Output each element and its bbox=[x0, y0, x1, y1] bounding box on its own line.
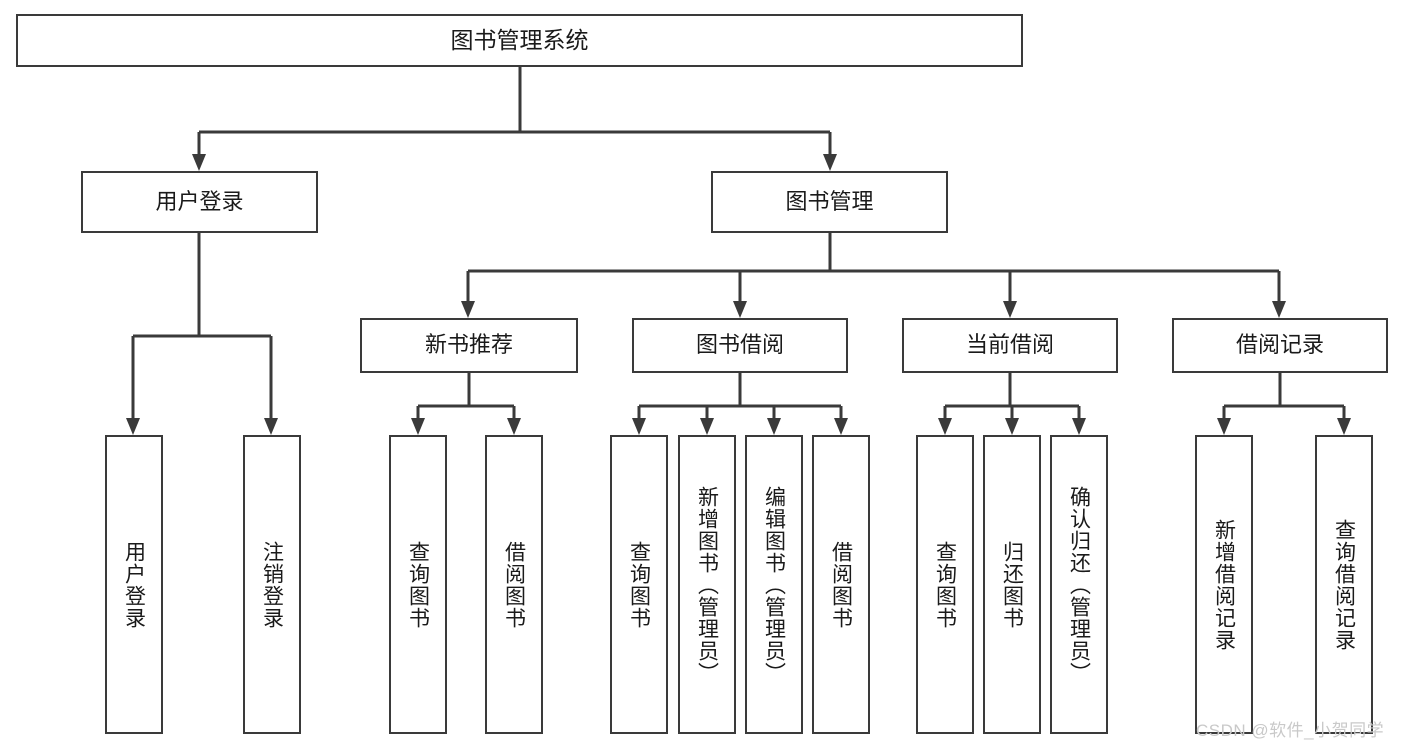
node-leaf-edit-book-admin[interactable]: 编辑图书（管理员） bbox=[745, 435, 803, 734]
connector-root-to-book-management-head bbox=[823, 154, 837, 171]
node-leaf-confirm-return-admin-label: 确认归还（管理员） bbox=[1067, 485, 1091, 684]
node-borrow-record[interactable]: 借阅记录 bbox=[1172, 318, 1388, 373]
node-leaf-borrow-book-rec[interactable]: 借阅图书 bbox=[485, 435, 543, 734]
node-leaf-add-book-admin[interactable]: 新增图书（管理员） bbox=[678, 435, 736, 734]
node-book-borrow-label: 图书借阅 bbox=[695, 332, 784, 358]
connector-bb-to-leaf1-head bbox=[632, 418, 646, 435]
connector-root-to-user-login-head bbox=[192, 154, 206, 171]
node-book-borrow[interactable]: 图书借阅 bbox=[632, 318, 848, 373]
node-leaf-query-book-rec[interactable]: 查询图书 bbox=[389, 435, 447, 734]
node-leaf-confirm-return-admin[interactable]: 确认归还（管理员） bbox=[1050, 435, 1108, 734]
node-leaf-query-book-borrow-label: 查询图书 bbox=[627, 540, 651, 629]
node-new-book-recommend[interactable]: 新书推荐 bbox=[360, 318, 578, 373]
node-leaf-user-login[interactable]: 用户登录 bbox=[105, 435, 163, 734]
connector-bb-to-leaf2-head bbox=[700, 418, 714, 435]
node-leaf-return-book-label: 归还图书 bbox=[1000, 540, 1024, 629]
node-new-book-recommend-label: 新书推荐 bbox=[424, 332, 513, 358]
node-leaf-borrow-book-label: 借阅图书 bbox=[829, 540, 853, 629]
connector-nb-to-leaf1-head bbox=[411, 418, 425, 435]
node-leaf-add-borrow-record[interactable]: 新增借阅记录 bbox=[1195, 435, 1253, 734]
node-leaf-logout-login[interactable]: 注销登录 bbox=[243, 435, 301, 734]
connector-user-login-to-leaf1-head bbox=[126, 418, 140, 435]
connector-user-login-to-leaf2-head bbox=[264, 418, 278, 435]
node-leaf-user-login-label: 用户登录 bbox=[122, 540, 146, 629]
node-user-login[interactable]: 用户登录 bbox=[81, 171, 318, 233]
node-leaf-return-book[interactable]: 归还图书 bbox=[983, 435, 1041, 734]
connector-br-to-leaf1-head bbox=[1217, 418, 1231, 435]
node-leaf-borrow-book-rec-label: 借阅图书 bbox=[502, 540, 526, 629]
node-leaf-query-borrow-record[interactable]: 查询借阅记录 bbox=[1315, 435, 1373, 734]
connector-cb-to-leaf1-head bbox=[938, 418, 952, 435]
node-leaf-logout-login-label: 注销登录 bbox=[260, 540, 284, 629]
connector-cb-to-leaf2-head bbox=[1005, 418, 1019, 435]
connector-br-to-leaf2-head bbox=[1337, 418, 1351, 435]
node-leaf-add-borrow-record-label: 新增借阅记录 bbox=[1212, 518, 1236, 651]
node-root-title-label: 图书管理系统 bbox=[450, 26, 589, 53]
node-borrow-record-label: 借阅记录 bbox=[1235, 332, 1324, 358]
connector-bm-to-book-borrow-head bbox=[733, 301, 747, 318]
node-leaf-query-borrow-record-label: 查询借阅记录 bbox=[1332, 518, 1356, 651]
connector-cb-to-leaf3-head bbox=[1072, 418, 1086, 435]
node-leaf-query-book-current-label: 查询图书 bbox=[933, 540, 957, 629]
node-leaf-borrow-book[interactable]: 借阅图书 bbox=[812, 435, 870, 734]
node-leaf-query-book-borrow[interactable]: 查询图书 bbox=[610, 435, 668, 734]
node-book-management[interactable]: 图书管理 bbox=[711, 171, 948, 233]
connector-bm-to-borrow-record-head bbox=[1272, 301, 1286, 318]
node-leaf-edit-book-admin-label: 编辑图书（管理员） bbox=[762, 485, 786, 684]
connector-nb-to-leaf2-head bbox=[507, 418, 521, 435]
node-current-borrow-label: 当前借阅 bbox=[965, 332, 1054, 358]
node-leaf-query-book-rec-label: 查询图书 bbox=[406, 540, 430, 629]
node-current-borrow[interactable]: 当前借阅 bbox=[902, 318, 1118, 373]
connector-bm-to-current-borrow-head bbox=[1003, 301, 1017, 318]
node-leaf-query-book-current[interactable]: 查询图书 bbox=[916, 435, 974, 734]
connector-bb-to-leaf3-head bbox=[767, 418, 781, 435]
node-leaf-add-book-admin-label: 新增图书（管理员） bbox=[695, 485, 719, 684]
node-user-login-label: 用户登录 bbox=[155, 188, 244, 214]
connector-bm-to-new-book-head bbox=[461, 301, 475, 318]
node-book-management-label: 图书管理 bbox=[785, 188, 874, 214]
node-root-title[interactable]: 图书管理系统 bbox=[16, 14, 1023, 67]
connector-bb-to-leaf4-head bbox=[834, 418, 848, 435]
